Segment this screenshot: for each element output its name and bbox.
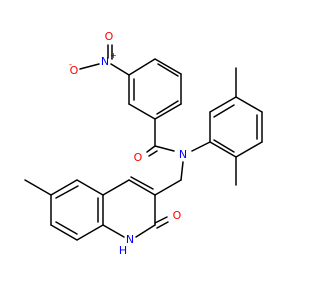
bond	[191, 141, 211, 152]
bond	[146, 145, 156, 153]
atom-o-quinolinone: O	[173, 209, 182, 222]
atom-o-nitro: O	[105, 30, 114, 43]
bond	[76, 179, 104, 196]
bond	[180, 161, 184, 181]
bond	[102, 224, 125, 238]
bond	[235, 141, 263, 158]
bonds	[24, 44, 263, 241]
bond	[154, 103, 182, 120]
bond	[213, 139, 235, 153]
atom-n-nitro: N	[101, 55, 109, 68]
bond	[50, 224, 78, 241]
atom-o-amide: O	[134, 151, 143, 164]
charge-minus: -	[69, 60, 72, 69]
bond	[128, 58, 156, 76]
bond	[209, 141, 237, 158]
bond	[156, 221, 169, 229]
atom-h-quinolinone: H	[119, 244, 127, 257]
bond	[148, 150, 158, 157]
bond	[128, 103, 156, 120]
bond	[55, 185, 79, 199]
bond	[102, 179, 130, 196]
bond	[128, 179, 156, 196]
bond	[79, 63, 100, 70]
bond	[154, 145, 175, 152]
bond	[50, 179, 78, 196]
bond	[154, 58, 182, 75]
bond	[24, 179, 52, 196]
bond	[76, 224, 104, 241]
bond	[157, 63, 179, 77]
bond	[154, 216, 168, 224]
atom-labels: O - N + O O N H N O	[69, 30, 187, 257]
atom-n-quinolinone: N	[126, 233, 134, 246]
bond	[235, 96, 263, 113]
bond	[213, 104, 235, 118]
bond	[154, 179, 182, 196]
molecule-structure: O - N + O O N H N O	[24, 30, 263, 257]
bond	[130, 176, 154, 190]
bond	[209, 96, 237, 113]
bond	[156, 100, 179, 115]
atom-o-nitro-minus: O	[70, 64, 79, 77]
bond	[135, 224, 156, 238]
bond	[110, 63, 130, 76]
atom-n-amide: N	[179, 148, 187, 161]
charge-plus: +	[110, 51, 117, 60]
bond	[55, 221, 78, 235]
